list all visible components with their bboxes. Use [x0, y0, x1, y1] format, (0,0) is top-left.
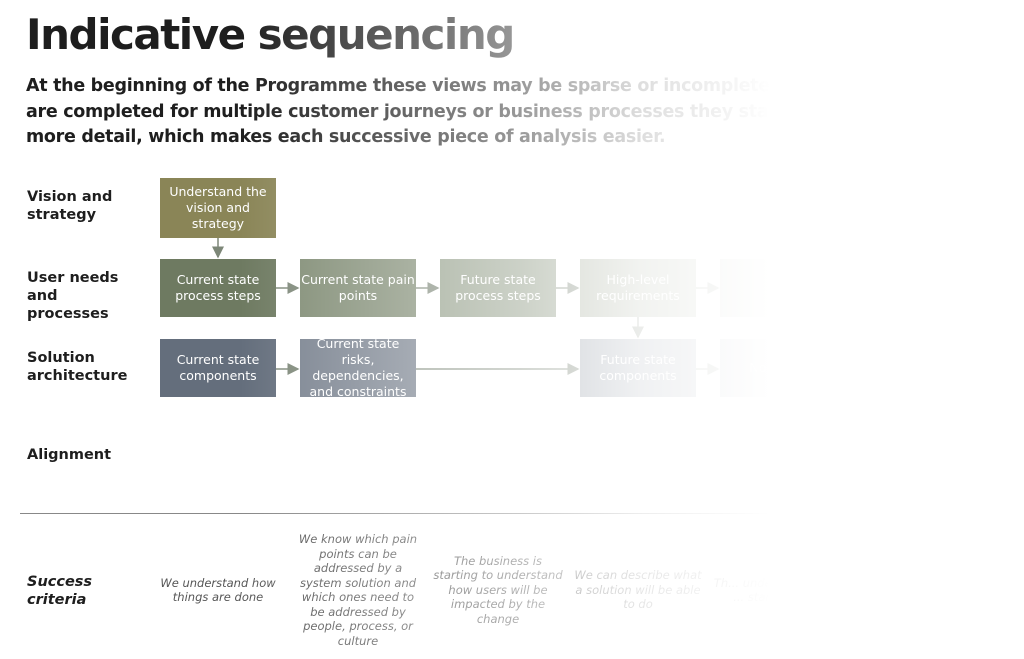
box-future-components: Future state components [580, 339, 696, 397]
box-pain-points: Current state pain points [300, 259, 416, 317]
divider [20, 513, 780, 514]
box-solution-col5: No... re... [720, 339, 836, 397]
box-future-process: Future state process steps [440, 259, 556, 317]
box-requirements: High-level requirements [580, 259, 696, 317]
box-components: Current state components [160, 339, 276, 397]
box-user-col5 [720, 259, 836, 317]
success-criterion: Th... understa... of the ... start to...… [713, 575, 843, 605]
success-criterion: We can describe what a solution will be … [574, 568, 702, 612]
success-criterion: We understand how things are done [160, 575, 276, 605]
success-criterion: The business is starting to understand h… [433, 553, 563, 626]
box-vision: Understand the vision and strategy [160, 178, 276, 238]
box-risks: Current state risks, dependencies, and c… [300, 336, 416, 399]
success-criterion: We know which pain points can be address… [298, 532, 418, 648]
box-process-steps: Current state process steps [160, 259, 276, 317]
